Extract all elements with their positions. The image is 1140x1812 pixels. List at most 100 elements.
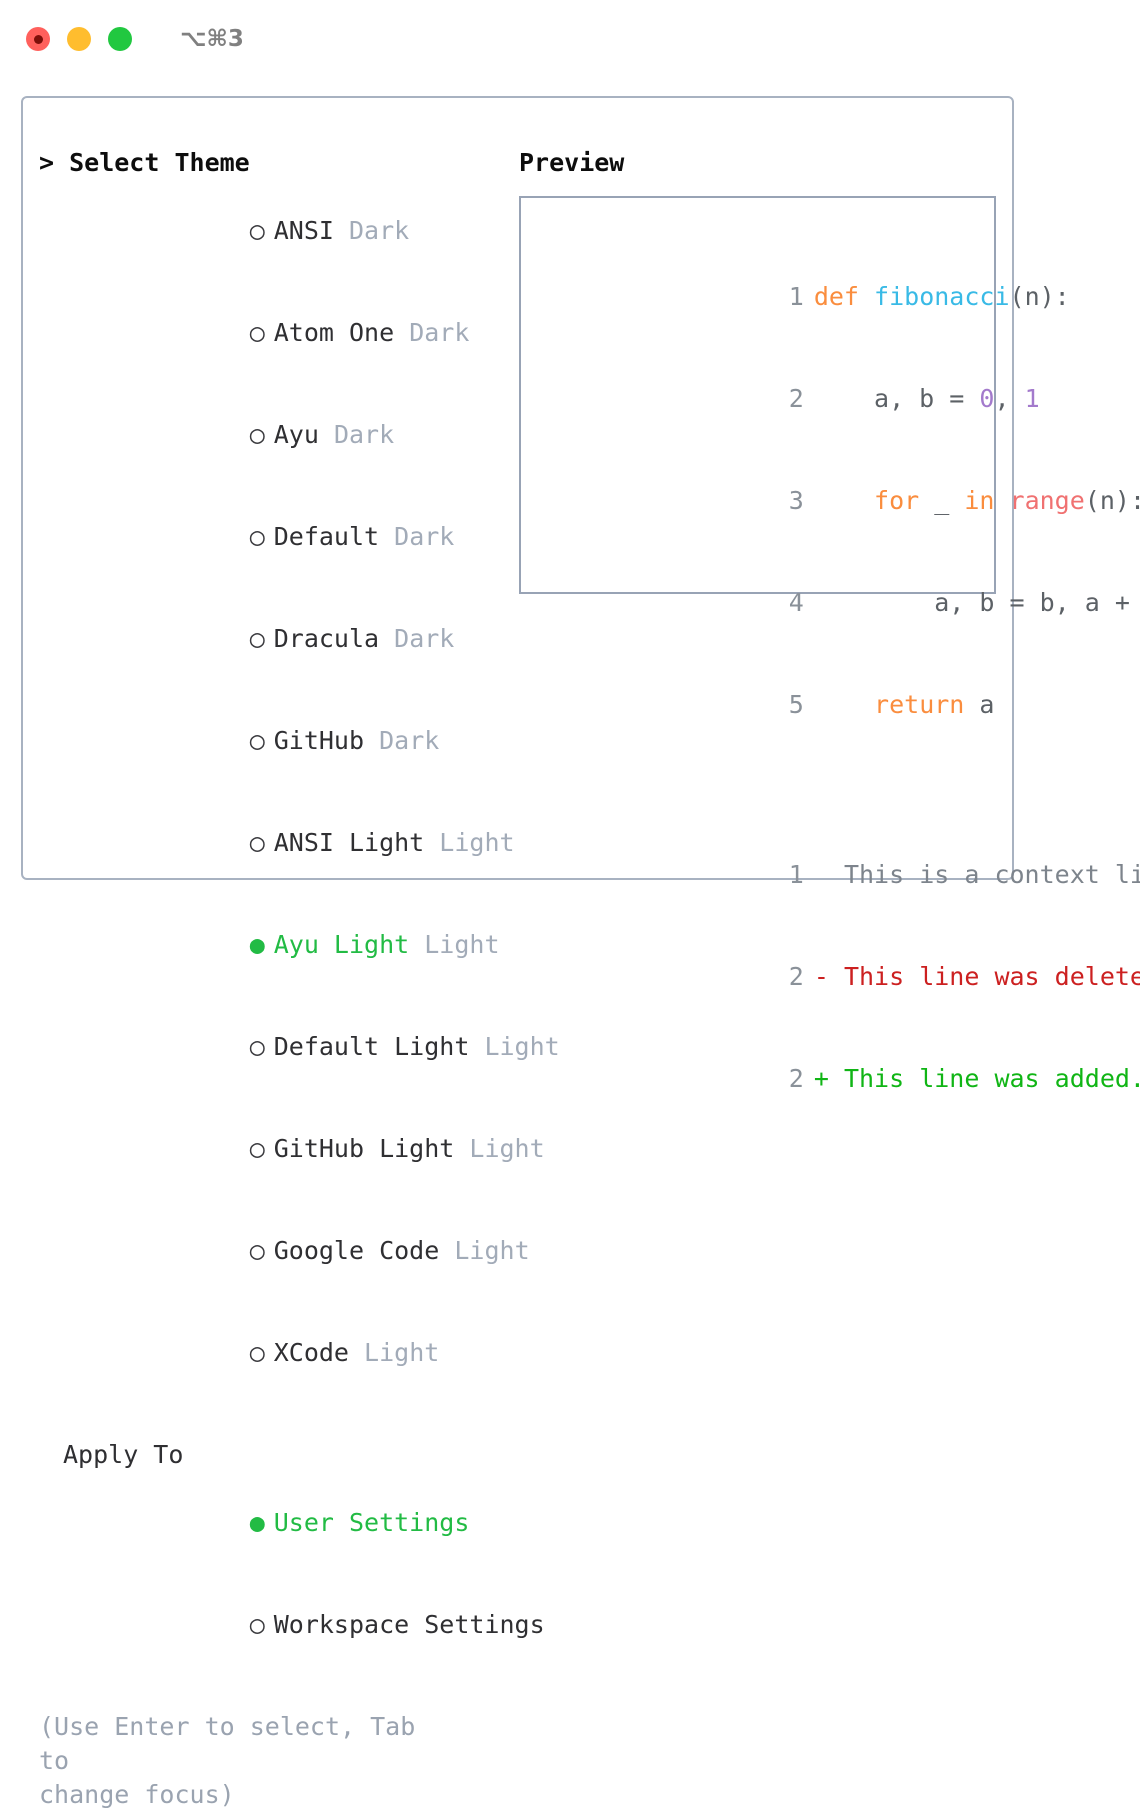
radio-icon: ○: [249, 216, 265, 245]
theme-option-space: [349, 1338, 364, 1367]
theme-option-space: [454, 1134, 469, 1163]
radio-icon: ○: [249, 1610, 265, 1639]
theme-option[interactable]: ○XCode Light: [39, 1302, 504, 1404]
apply-to-option[interactable]: ○Workspace Settings: [39, 1574, 545, 1676]
code-token: 1: [1024, 384, 1040, 413]
minimize-button[interactable]: [67, 27, 91, 51]
code-token: [814, 486, 874, 515]
theme-option-label: XCode: [273, 1338, 349, 1367]
maximize-button[interactable]: [108, 27, 132, 51]
theme-option-space: [439, 1236, 454, 1265]
diff-text: This is a context line.: [843, 860, 1140, 889]
title-bar: ⌥⌘3: [0, 0, 1140, 78]
code-token: a, b = b, a + b: [813, 588, 1140, 617]
theme-option-space: [409, 930, 424, 959]
theme-option[interactable]: ○Default Light Light: [39, 996, 560, 1098]
theme-option[interactable]: ○GitHub Dark: [39, 690, 504, 792]
code-token: fibonacci: [874, 282, 1010, 311]
theme-option-label: GitHub Light: [273, 1134, 455, 1163]
code-line: 5 return a: [539, 654, 995, 756]
theme-option[interactable]: ○GitHub Light Light: [39, 1098, 545, 1200]
code-token: def: [813, 282, 859, 311]
code-token: a: [964, 690, 995, 719]
select-theme-header: > Select Theme: [39, 148, 250, 177]
theme-option-label: ANSI Light: [273, 828, 425, 857]
keyboard-hint-line-1: (Use Enter to select, Tab to: [39, 1712, 416, 1775]
apply-to-option-selected[interactable]: ●User Settings: [39, 1472, 504, 1574]
preview-header: Preview: [519, 148, 625, 177]
line-number: 2: [788, 384, 804, 413]
theme-option[interactable]: ○ Dracula Dark: [39, 588, 504, 690]
code-token: ,: [994, 384, 1025, 413]
keyboard-hint: (Use Enter to select, Tab to change focu…: [39, 1710, 459, 1812]
close-button[interactable]: [26, 27, 50, 51]
radio-icon: ○: [249, 624, 265, 653]
theme-option-label: Ayu Light: [273, 930, 410, 959]
theme-option[interactable]: ○ Default Dark: [39, 486, 504, 588]
theme-option[interactable]: ○Atom One Dark: [39, 282, 504, 384]
radio-icon: ○: [249, 420, 265, 449]
code-token: for: [874, 486, 920, 515]
radio-icon: ○: [249, 1032, 265, 1061]
theme-option-variant-text: Dark: [349, 216, 410, 245]
code-line: 2 a, b = 0, 1: [539, 348, 1040, 450]
diff-line-context: 1 This is a context line.: [539, 824, 1140, 926]
theme-option-variant-text: Dark: [333, 420, 395, 449]
theme-option-label: Default: [273, 522, 380, 551]
radio-icon: ○: [249, 1236, 265, 1265]
radio-icon: ○: [249, 1338, 265, 1367]
theme-option-label: Default Light: [273, 1032, 470, 1061]
theme-option-label: Atom One: [273, 318, 395, 347]
code-token: (n):: [1009, 282, 1070, 311]
diff-sign: +: [813, 1064, 829, 1093]
list-spacer: [39, 1404, 504, 1438]
line-number: 2: [788, 962, 804, 991]
diff-line-deleted: 2- This line was deleted.: [539, 926, 1140, 1028]
theme-option-space: [469, 1032, 484, 1061]
line-number: 1: [788, 860, 804, 889]
theme-option-space: [424, 828, 439, 857]
theme-option-space: [379, 624, 394, 653]
main-panel: > Select Theme ○ANSI Dark ○Atom One Dark…: [21, 96, 1140, 1809]
theme-option[interactable]: ○Ayu Dark: [39, 384, 504, 486]
theme-option-variant-text: Light: [454, 1236, 530, 1265]
apply-to-option-list: ●User Settings ○Workspace Settings: [39, 1472, 545, 1676]
theme-option[interactable]: ○ Google Code Light: [39, 1200, 530, 1302]
theme-option-label: Dracula: [273, 624, 380, 653]
theme-option-label: Google Code: [273, 1236, 440, 1265]
radio-icon: ○: [249, 522, 265, 551]
line-number: 1: [788, 282, 804, 311]
theme-option[interactable]: ○ANSI Light Light: [39, 792, 515, 894]
radio-selected-icon: ●: [249, 930, 265, 959]
code-token: return: [874, 690, 965, 719]
preview-column: Preview 1 def fibonacci(n): 2 a, b = 0, 1…: [504, 146, 1140, 1093]
theme-option-space: [319, 420, 334, 449]
theme-option-variant-text: Dark: [379, 726, 440, 755]
theme-option-variant-text: Dark: [394, 624, 455, 653]
diff-text: This line was added.: [828, 1064, 1140, 1093]
theme-option-list: ○ANSI Dark ○Atom One Dark ○Ayu Dark ○Def…: [39, 180, 560, 1404]
code-line: 1 def fibonacci(n):: [539, 246, 1070, 348]
keyboard-hint-line-2: change focus): [39, 1780, 235, 1809]
code-token: [859, 282, 874, 311]
diff-line-added: 2 + This line was added.: [539, 1028, 1140, 1130]
code-token: 0: [979, 384, 995, 413]
code-token: in: [964, 486, 995, 515]
line-number: 2: [788, 1064, 804, 1093]
theme-option-variant: [334, 216, 349, 245]
line-number: 5: [788, 690, 804, 719]
theme-option[interactable]: ○ ANSI Dark: [39, 180, 504, 282]
theme-picker-column: > Select Theme ○ANSI Dark ○Atom One Dark…: [39, 146, 560, 1812]
diff-text: This line was deleted.: [843, 962, 1140, 991]
theme-option-variant-text: Dark: [394, 522, 455, 551]
theme-option-selected[interactable]: ●Ayu Light Light: [39, 894, 504, 996]
theme-option-space: [394, 318, 409, 347]
code-token: range: [1009, 486, 1085, 515]
preview-gap: [539, 790, 994, 824]
window-controls: [26, 27, 132, 51]
theme-option-label: ANSI: [273, 216, 334, 245]
preview-gap: [539, 756, 994, 790]
